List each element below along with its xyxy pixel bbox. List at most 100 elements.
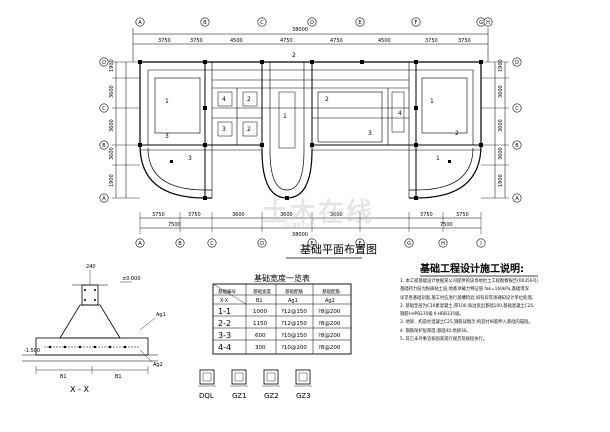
footing-tag: 2 [455, 130, 459, 137]
dim-top: 3750 [458, 38, 471, 44]
axis-bubble-bottom-circle [135, 238, 145, 248]
axis-bubble-right-circle [512, 140, 522, 150]
dim-right: 1900 [498, 174, 504, 187]
table-subheader-xx: X-X [220, 298, 229, 304]
axis-bubble-top: D [310, 20, 314, 26]
section-xx [22, 270, 158, 374]
table-row-ag1: ?10@200 [281, 345, 307, 351]
section-label: X - X [70, 385, 89, 394]
section-rebar-ag1: Ag1 [156, 312, 166, 318]
dim-top: 4750 [280, 38, 293, 44]
axis-bubble-bottom: A [138, 241, 142, 247]
table-title: 基础宽度一览表 [254, 273, 310, 283]
axis-bubble-bottom-circle [307, 238, 317, 248]
footing-tag: 3 [165, 133, 169, 140]
foundation-plan [112, 28, 509, 234]
table-subheader-ag2: Ag2 [325, 298, 335, 304]
axis-bubble-bottom-circle [175, 238, 185, 248]
dim-bottom: 3750 [188, 212, 201, 218]
axis-bubble-bottom: C [210, 241, 214, 247]
axis-bubble-top: G [479, 20, 483, 26]
axis-bubble-top-circle [135, 17, 145, 27]
section-rebar-ag2: Ag2 [153, 362, 163, 368]
axis-bubble-bottom-circle [404, 238, 414, 248]
axis-bubble-left: C [102, 106, 106, 112]
axis-bubble-top-circle [307, 17, 317, 27]
table-row-ag2: ?8@200 [318, 333, 341, 339]
axis-bubble-top: F [415, 20, 418, 26]
dim-top: 3750 [190, 38, 203, 44]
table-header-ag1: 基础配筋 [285, 288, 303, 295]
table-row-id: 3-3 [218, 331, 231, 340]
section-dim-b1: B1 [115, 374, 122, 380]
footing-tag: 4 [398, 110, 402, 117]
note-line: 钢筋Ⅰ-HPB235级 Ⅱ-HRB335级。 [400, 312, 464, 318]
footing-tag: 2 [247, 96, 251, 103]
axis-bubble-top: C [260, 20, 264, 26]
dim-right: 3600 [498, 85, 504, 98]
axis-bubble-bottom-circle [257, 238, 267, 248]
table-row-ag1: ?12@150 [281, 321, 307, 327]
table-row-width: 1150 [253, 321, 267, 327]
footing-tags: 1 2 3 4 2 3 2 1 2 3 4 1 2 3 1 [165, 52, 459, 162]
table-row-ag1: ?10@150 [281, 333, 307, 339]
dim-top: 3750 [425, 38, 438, 44]
dim-bottom: 3750 [420, 212, 433, 218]
axis-bubble-right-circle [512, 103, 522, 113]
dim-bottom-right: 7500 [440, 222, 453, 228]
note-line: 4. 钢筋保护层厚度:基础40,地梁30。 [400, 328, 471, 334]
axis-bubble-left-circle [99, 57, 109, 67]
plan-title: 基础平面布置图 [300, 243, 377, 256]
dim-left: 3600 [109, 147, 115, 160]
axis-bubble-top: E [358, 20, 361, 26]
axis-bubble-left: B [102, 143, 106, 149]
note-line: 3. 地梁、构造柱混凝土C25,钢筋详图示,构造柱纵筋伸入基础内锚固。 [400, 320, 533, 326]
axis-bubble-top: A [138, 20, 142, 26]
dim-right: 3600 [498, 119, 504, 132]
axis-bubble-bottom: B [178, 241, 182, 247]
table-row-width: 300 [255, 345, 266, 351]
section-dim-b1: B1 [60, 374, 67, 380]
dim-right: 3600 [498, 147, 504, 160]
section-elev-bottom: -1.500 [24, 348, 40, 354]
overall-dim-top: 38000 [292, 27, 308, 33]
table-row-ag1: ?12@150 [281, 309, 307, 315]
axis-bubble-bottom: H [441, 241, 445, 247]
footing-tag: 3 [188, 155, 192, 162]
table-row-width: 600 [255, 333, 266, 339]
footing-tag: 1 [165, 98, 169, 105]
section-elev-top: ±0.000 [122, 276, 141, 282]
table-row-width: 1000 [253, 309, 267, 315]
axis-bubble-bottom: E [310, 241, 313, 247]
table-row-id: 2-2 [218, 319, 231, 328]
axis-bubble-bottom-circle [207, 238, 217, 248]
axis-bubble-bottom-circle [355, 238, 365, 248]
table-subheader-b1: B1 [256, 298, 263, 304]
dim-bottom: 3750 [152, 212, 165, 218]
watermark-text: 土木在线 [262, 198, 375, 228]
dim-bottom: 3600 [330, 212, 343, 218]
table-row-id: 4-4 [218, 343, 231, 352]
axis-bubble-left-circle [99, 140, 109, 150]
axis-bubble-right: D [515, 60, 519, 66]
note-line: 详见各基础剖面,施工时应进行基槽检验,如有异常须通知设计单位处理。 [400, 295, 536, 301]
axis-bubble-bottom: G [407, 241, 411, 247]
note-line: 2. 基础垫层为C10素混凝土,厚100,每边宽出基础100,基础混凝土C25, [400, 303, 535, 309]
axis-bubble-bottom-circle [476, 238, 486, 248]
dim-bottom: 3750 [456, 212, 469, 218]
notes-body: 1. 本工程基础设计依据某公司提供的该场地岩土工程勘察报告(00356号) 基础… [400, 279, 600, 346]
dim-left: 3600 [109, 85, 115, 98]
details [198, 369, 312, 387]
footing-tag: 2 [292, 52, 296, 59]
axis-bubble-top-circle [483, 17, 493, 27]
dim-left: 1900 [109, 59, 115, 72]
axis-bubble-right: C [515, 106, 519, 112]
detail-label-gz2: GZ2 [264, 392, 279, 400]
dim-top: 4750 [330, 38, 343, 44]
axis-bubble-top-circle [411, 17, 421, 27]
axis-bubble-left: D [102, 60, 106, 66]
dim-bottom: 3600 [280, 212, 293, 218]
overall-dim-bottom: 38000 [292, 232, 308, 238]
table-header-id: 基础编号 [218, 288, 236, 295]
